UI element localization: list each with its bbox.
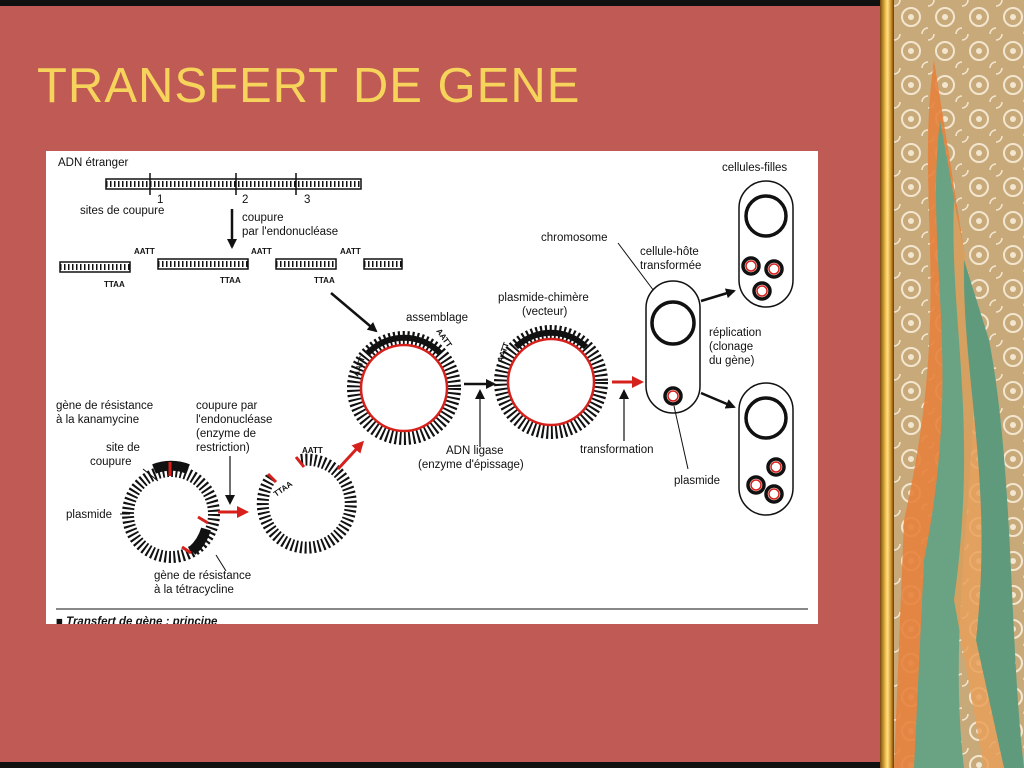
- slide-top-border: [0, 0, 880, 6]
- arrow-to-daughter-bottom: [700, 391, 736, 409]
- label-l-endonuclease: l'endonucléase: [196, 414, 272, 426]
- gene-transfer-diagram: ADN étranger 1 2 3 sites de coupure coup…: [46, 151, 818, 624]
- label-adn-etranger: ADN étranger: [58, 157, 128, 169]
- figure-caption: ■ Transfert de gène : principe: [56, 616, 218, 624]
- assembled-plasmid: [347, 331, 461, 445]
- chimera-plasmid: [494, 325, 608, 439]
- seq-ttaa-2: TTAA: [220, 276, 241, 285]
- label-site-1: 1: [157, 194, 163, 206]
- foreign-dna-strand: [105, 173, 362, 195]
- label-plasmide-chimere: plasmide-chimère: [498, 292, 589, 304]
- daughter-cell-top: [738, 180, 794, 308]
- seq-aatt-open: AATT: [302, 446, 323, 455]
- arrow-to-daughter-top: [700, 288, 736, 303]
- label-du-gene: du gène): [709, 355, 755, 367]
- label-replication: réplication: [709, 327, 761, 339]
- label-cellule-hote: cellule-hôte: [640, 246, 699, 258]
- label-cellules-filles: cellules-filles: [722, 162, 787, 174]
- label-transformee: transformée: [640, 260, 701, 272]
- arrow-to-assembly: [336, 440, 365, 471]
- slide-bottom-border: [0, 762, 880, 768]
- label-resistance-tetra: gène de résistance: [154, 570, 251, 582]
- label-clonage: (clonage: [709, 341, 753, 353]
- label-a-la-kanamycine: à la kanamycine: [56, 414, 139, 426]
- leader-resistance-tetra: [215, 554, 227, 572]
- seq-ttaa-3: TTAA: [314, 276, 335, 285]
- diagram-canvas: ADN étranger 1 2 3 sites de coupure coup…: [56, 157, 808, 624]
- label-transformation: transformation: [580, 444, 654, 456]
- label-restriction: restriction): [196, 442, 250, 454]
- label-enzyme-epissage: (enzyme d'épissage): [418, 459, 524, 471]
- label-a-la-tetracycline: à la tétracycline: [154, 584, 234, 596]
- leader-plasmide: [673, 405, 689, 470]
- seq-aatt-1: AATT: [134, 247, 155, 256]
- decorative-side-panel: [894, 0, 1024, 768]
- label-par-endonuclease: par l'endonucléase: [242, 226, 338, 238]
- label-chromosome: chromosome: [541, 232, 607, 244]
- gold-divider-bar: [880, 0, 894, 768]
- label-enzyme-de: (enzyme de: [196, 428, 256, 440]
- label-site-de: site de: [106, 442, 140, 454]
- opened-plasmid: [256, 453, 357, 554]
- seq-aatt-2: AATT: [251, 247, 272, 256]
- seq-aatt-3: AATT: [340, 247, 361, 256]
- dna-fragments: [59, 258, 403, 273]
- host-cell: [645, 280, 701, 414]
- daughter-cell-bottom: [738, 382, 794, 516]
- label-sites-de-coupure: sites de coupure: [80, 205, 164, 217]
- label-coupure-par: coupure par: [196, 400, 258, 412]
- slide-title: TRANSFERT DE GENE: [37, 59, 581, 113]
- seq-ttaa-1: TTAA: [104, 280, 125, 289]
- label-plasmide-right: plasmide: [674, 475, 720, 487]
- label-plasmide-left: plasmide: [66, 509, 112, 521]
- leader-site-coupure: [142, 468, 159, 482]
- label-coupure: coupure: [242, 212, 284, 224]
- label-site-2: 2: [242, 194, 248, 206]
- arrow-to-assemblage: [330, 292, 378, 333]
- seq-aatt-assemblage-right: AATT: [434, 327, 453, 349]
- label-site-coupure: coupure: [90, 456, 132, 468]
- label-resistance-kana: gène de résistance: [56, 400, 153, 412]
- label-site-3: 3: [304, 194, 310, 206]
- label-assemblage: assemblage: [406, 312, 468, 324]
- label-adn-ligase: ADN ligase: [446, 445, 504, 457]
- original-plasmid: [122, 460, 220, 563]
- label-vecteur: (vecteur): [522, 306, 568, 318]
